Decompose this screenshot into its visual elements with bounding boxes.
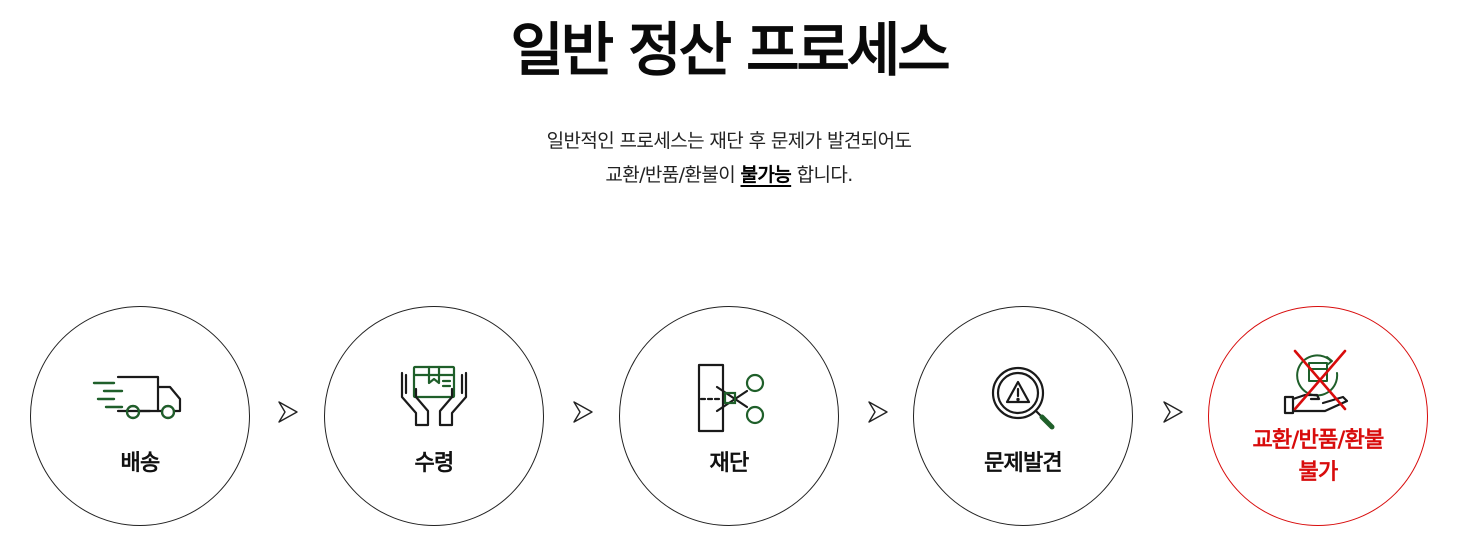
box-in-hands-icon [400, 365, 468, 427]
description-line-1: 일반적인 프로세스는 재단 후 문제가 발견되어도 [546, 130, 912, 152]
delivery-truck-icon [92, 375, 182, 420]
step-label: 문제발견 [984, 451, 1063, 476]
step-delivery: 배송 [30, 306, 250, 526]
step-receive: 수령 [324, 306, 544, 526]
scissors-cutting-icon [697, 363, 765, 433]
step-cut: 재단 [619, 306, 839, 526]
no-refund-icon [1283, 349, 1349, 415]
description-line-2: 교환/반품/환불이 불가능 합니다. [0, 158, 1458, 192]
chevron-right-icon [868, 401, 888, 423]
step-label: 수령 [414, 451, 455, 476]
chevron-right-icon [1163, 401, 1183, 423]
step-label: 교환/반품/환불 불가 [1209, 425, 1427, 489]
emphasis-impossible: 불가능 [740, 164, 792, 186]
magnifier-warning-icon [991, 366, 1055, 430]
description-line-2-end: 합니다. [791, 164, 854, 186]
step-label-line-1: 교환/반품/환불 [1252, 428, 1384, 453]
chevron-right-icon [573, 401, 593, 423]
description: 일반적인 프로세스는 재단 후 문제가 발견되어도 교환/반품/환불이 불가능 … [0, 124, 1458, 192]
step-label: 배송 [120, 451, 161, 476]
step-label: 재단 [709, 451, 750, 476]
step-label-line-2: 불가 [1298, 460, 1339, 485]
step-problem-found: 문제발견 [913, 306, 1133, 526]
step-no-refund: 교환/반품/환불 불가 [1208, 306, 1428, 526]
page-title: 일반 정산 프로세스 [510, 16, 950, 84]
chevron-right-icon [278, 401, 298, 423]
description-line-2-start: 교환/반품/환불이 [605, 164, 741, 186]
